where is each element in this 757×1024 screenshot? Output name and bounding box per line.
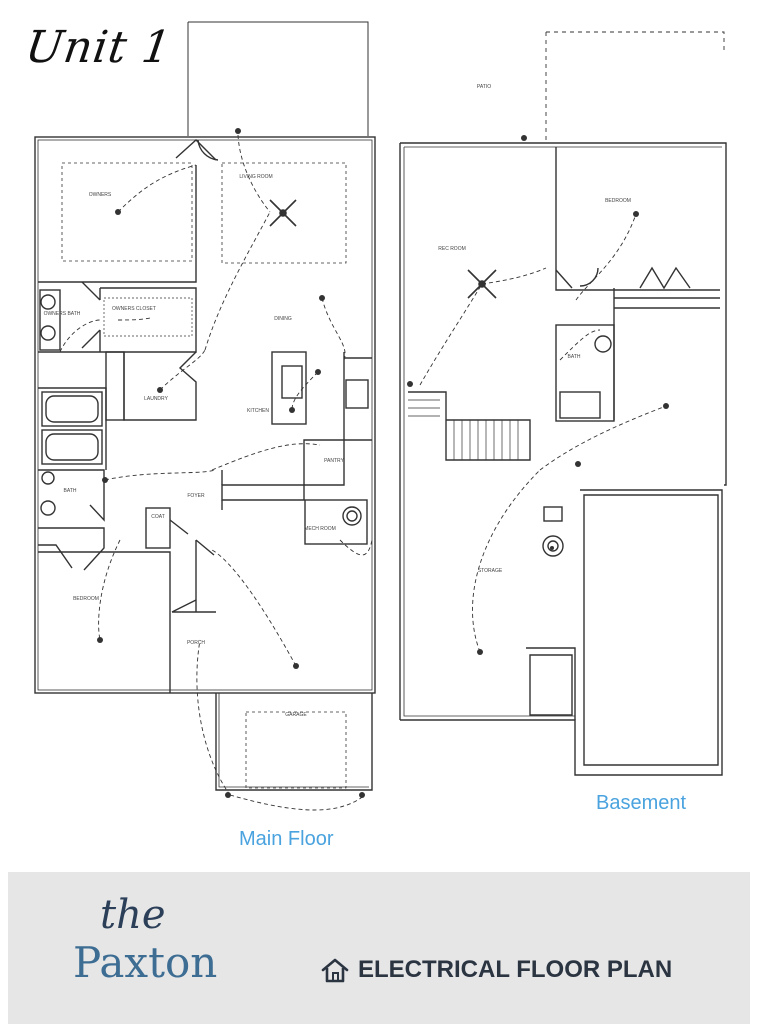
light-fixture-icon (97, 128, 669, 798)
room-label-foyer: FOYER (187, 493, 205, 499)
main-floor-plan (34, 21, 376, 791)
brand-name: Paxton (73, 938, 218, 987)
main-floor-caption: Main Floor (239, 828, 334, 850)
room-label-bedroom-basement: BEDROOM (605, 198, 631, 204)
room-label-porch: PORCH (187, 640, 205, 646)
basement-caption: Basement (596, 792, 687, 814)
room-label-rec-room: REC ROOM (438, 246, 466, 252)
floor-plan-drawing: OWNERS LIVING ROOM DINING KITCHEN OWNERS… (34, 21, 727, 811)
room-label-storage: STORAGE (478, 568, 503, 574)
room-label-laundry: LAUNDRY (144, 396, 168, 402)
footer-banner (8, 872, 750, 1024)
room-label-dining: DINING (274, 316, 292, 322)
room-label-pantry: PANTRY (324, 458, 344, 464)
house-icon (321, 958, 349, 983)
room-label-owners-closet: OWNERS CLOSET (112, 306, 156, 312)
room-label-patio: PATIO (477, 84, 491, 90)
room-label-owners: OWNERS (89, 192, 112, 198)
room-label-mech: MECH ROOM (304, 526, 336, 532)
room-label-living: LIVING ROOM (239, 174, 272, 180)
plan-type-heading: ELECTRICAL FLOOR PLAN (320, 956, 672, 984)
plan-type-label: ELECTRICAL FLOOR PLAN (358, 956, 673, 983)
room-label-coat: COAT (151, 514, 165, 520)
room-label-bedroom-main: BEDROOM (73, 596, 99, 602)
room-label-owners-bath: OWNERS BATH (44, 311, 81, 317)
room-label-kitchen: KITCHEN (247, 408, 269, 414)
room-label-bath: BATH (64, 488, 77, 494)
room-label-garage: GARAGE (285, 712, 307, 718)
room-label-basement-bath: BATH (568, 354, 581, 360)
basement-plan (399, 31, 727, 776)
brand-article: the (100, 892, 166, 938)
